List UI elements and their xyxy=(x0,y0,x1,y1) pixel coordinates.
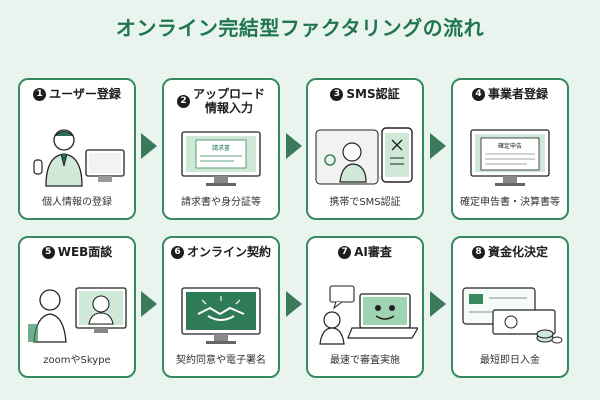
step-card-ai-review: 7 AI審査 最速で審査実施 xyxy=(306,236,424,378)
step-card-business-registration: 4 事業者登録 確定申告 確定申告書・決算書等 xyxy=(451,78,569,220)
monitor-handshake-icon xyxy=(181,287,261,344)
flow-arrow xyxy=(286,133,302,159)
monitor-invoice-icon: 請求書 xyxy=(181,131,261,186)
step-number-badge: 6 xyxy=(170,245,184,259)
step-number-badge: 7 xyxy=(338,245,352,259)
step-caption: 最短即日入金 xyxy=(480,355,540,366)
flow-arrow xyxy=(430,291,446,317)
step-caption: 契約同意や電子署名 xyxy=(176,355,266,366)
step-caption: 携帯でSMS認証 xyxy=(329,197,401,208)
step-title: ユーザー登録 xyxy=(49,87,121,101)
step-card-upload: 2 アップロード 情報入力 請求書 請求書や身分証等 xyxy=(162,78,280,220)
step-title: 事業者登録 xyxy=(487,87,548,101)
step-title: WEB面談 xyxy=(57,245,113,259)
step-title: SMS認証 xyxy=(346,87,400,101)
person-at-computer-icon xyxy=(33,129,125,187)
page-title: オンライン完結型ファクタリングの流れ xyxy=(115,16,485,40)
flow-arrow xyxy=(430,133,446,159)
monitor-tax-return-icon: 確定申告 xyxy=(470,129,550,186)
step-number-badge: 4 xyxy=(471,87,485,101)
step-card-user-registration: 1 ユーザー登録 個人情報の登録 xyxy=(18,78,136,220)
step-number-badge: 2 xyxy=(176,94,190,108)
step-number-badge: 5 xyxy=(41,245,55,259)
step-card-funding: 8 資金化決定 最短即日入金 xyxy=(451,236,569,378)
step-caption: 請求書や身分証等 xyxy=(181,197,261,208)
step-number-badge: 8 xyxy=(471,245,485,259)
step-number-badge: 3 xyxy=(330,87,344,101)
step-title: アップロード 情報入力 xyxy=(192,87,265,115)
step-card-web-interview: 5 WEB面談 zoomやSkype xyxy=(18,236,136,378)
step-title: オンライン契約 xyxy=(186,245,271,259)
flow-arrow xyxy=(141,133,157,159)
step-caption: 個人情報の登録 xyxy=(42,197,112,208)
step-caption: 確定申告書・決算書等 xyxy=(460,197,560,208)
tax-return-label: 確定申告 xyxy=(498,142,522,150)
ai-laptop-icon xyxy=(319,285,418,345)
invoice-label: 請求書 xyxy=(212,144,230,152)
step-caption: 最速で審査実施 xyxy=(330,355,400,366)
sms-phone-icon xyxy=(315,127,413,185)
step-number-badge: 1 xyxy=(33,87,47,101)
money-coins-icon xyxy=(462,287,563,344)
step-card-sms: 3 SMS認証 携帯でSMS認証 xyxy=(306,78,424,220)
flow-arrow xyxy=(286,291,302,317)
step-card-online-contract: 6 オンライン契約 契約同意や電子署名 xyxy=(162,236,280,378)
step-caption: zoomやSkype xyxy=(43,355,111,366)
video-call-icon xyxy=(28,287,127,343)
step-title: 資金化決定 xyxy=(487,245,548,259)
step-title: AI審査 xyxy=(354,245,392,259)
flow-arrow xyxy=(141,291,157,317)
